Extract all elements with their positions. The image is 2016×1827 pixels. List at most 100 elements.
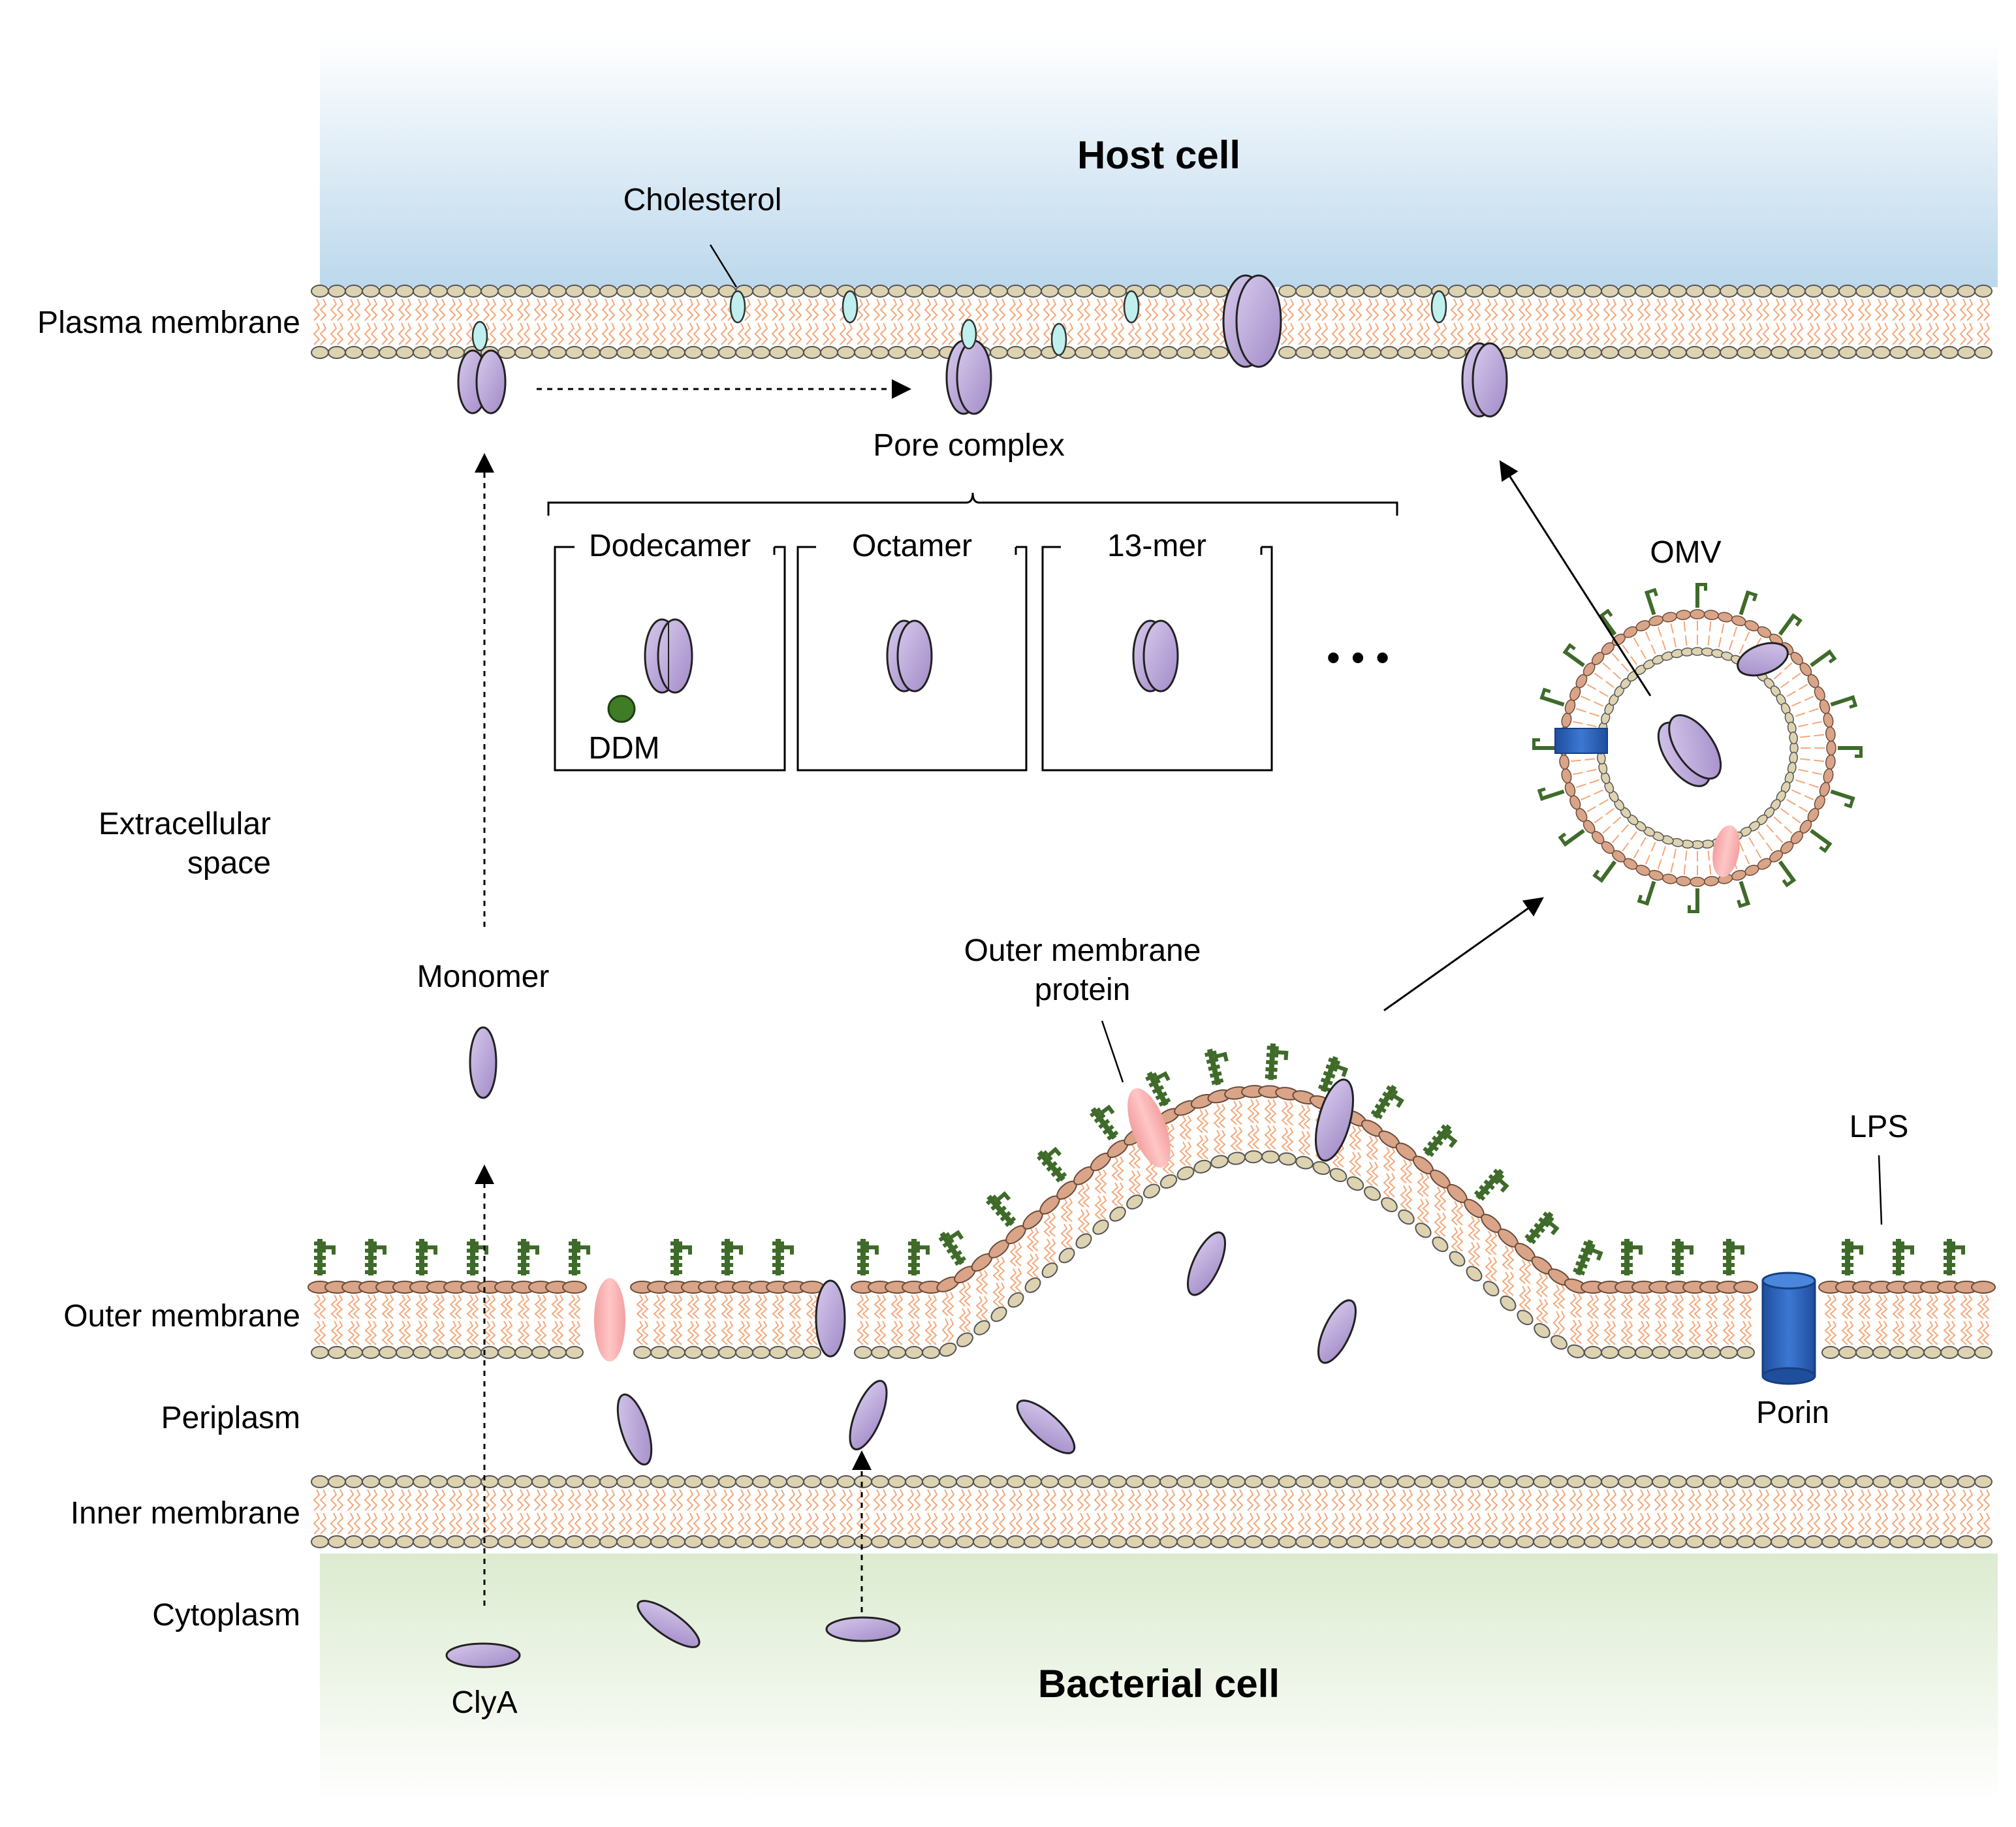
omv-lps-icon — [1637, 881, 1656, 906]
pore-complex-bracket — [547, 492, 1398, 516]
dodecamer-pore-icon — [644, 618, 693, 694]
lps-icon — [772, 1239, 794, 1275]
omv-lps-icon — [1592, 860, 1617, 883]
pore-box-dodecamer — [554, 546, 786, 772]
omp-label-2: protein — [1035, 973, 1131, 1007]
lps-icon — [467, 1239, 488, 1275]
lps-icon — [986, 1191, 1016, 1227]
lps-icon — [1723, 1239, 1744, 1275]
omv-label: OMV — [1650, 535, 1721, 570]
lps-icon — [365, 1239, 386, 1275]
porin-label: Porin — [1756, 1396, 1829, 1430]
octamer-pore-icon — [886, 619, 933, 693]
omp-pointer — [1101, 1020, 1124, 1083]
clya-cytoplasm-icon — [445, 1642, 521, 1668]
omv-lps-icon — [1830, 695, 1858, 709]
plasma-membrane — [311, 285, 1992, 359]
extracellular-label-2: space — [187, 846, 271, 881]
omv-lps-icon — [1558, 828, 1585, 847]
lps-icon — [314, 1239, 336, 1275]
cholesterol-icon — [1430, 290, 1447, 324]
clya-bulge-lumen-icon — [1317, 1299, 1357, 1364]
lps-icon — [721, 1239, 743, 1275]
clya-label: ClyA — [451, 1685, 517, 1720]
cholesterol-label: Cholesterol — [623, 183, 782, 217]
lps-pointer — [1878, 1155, 1883, 1225]
lps-icon — [1317, 1055, 1349, 1093]
pore-box-dodecamer-label: Dodecamer — [589, 529, 751, 563]
plasma-membrane-label: Plasma membrane — [37, 305, 300, 340]
omv-lps-icon — [1532, 738, 1557, 750]
cholesterol-icon — [471, 320, 488, 352]
lps-icon — [1672, 1239, 1693, 1275]
periplasm-label: Periplasm — [161, 1401, 300, 1435]
omp-flat-icon — [594, 1278, 625, 1362]
lps-icon — [670, 1239, 692, 1275]
lps-icon — [1090, 1104, 1119, 1141]
cholesterol-pointer — [709, 244, 738, 288]
clya-monomers — [445, 1026, 1357, 1668]
omv-lps-icon — [1838, 746, 1863, 758]
omv-lps-icon — [1598, 608, 1617, 636]
omv-vesicle — [1532, 583, 1863, 913]
clya-periplasm-icon — [616, 1393, 653, 1466]
inner-membrane-label: Inner membrane — [71, 1496, 300, 1531]
lps-icon — [569, 1239, 590, 1275]
pore-complex-label: Pore complex — [873, 428, 1064, 463]
clya-periplasm-icon — [1016, 1399, 1076, 1454]
extracellular-label-1: Extracellular — [99, 807, 271, 841]
arrow-icon — [1499, 460, 1652, 696]
omv-omp-icon — [1712, 825, 1740, 877]
lps-icon — [1893, 1239, 1914, 1275]
omv-lps-icon — [1830, 789, 1855, 809]
13mer-pore-icon — [1132, 619, 1179, 693]
plasma-pore-left-icon — [457, 349, 507, 414]
clya-periplasm-icon — [849, 1380, 888, 1450]
plasma-pore-inserted-icon — [1222, 274, 1282, 368]
omv-lps-icon — [1778, 613, 1803, 636]
ddm-dot-icon — [607, 695, 636, 723]
lps-icon — [1842, 1239, 1863, 1275]
lps-icon — [416, 1239, 437, 1275]
omv-lps-icon — [1739, 590, 1758, 616]
plasma-pore-right-icon — [1461, 342, 1508, 418]
clya-bulge-lumen-icon — [1187, 1231, 1226, 1296]
arrows — [475, 244, 1883, 1612]
ellipsis-label: • • • — [1327, 636, 1389, 679]
clya-cytoplasm-icon — [637, 1600, 701, 1648]
lps-layer — [314, 1043, 1965, 1276]
lps-icon — [1524, 1211, 1560, 1245]
outer-membrane-label: Outer membrane — [63, 1299, 300, 1334]
cholesterol-icon — [842, 290, 858, 324]
host-cell-region — [320, 39, 1998, 287]
omv-lps-icon — [1537, 787, 1565, 802]
cholesterol-group — [471, 290, 1447, 356]
cholesterol-icon — [960, 319, 977, 350]
monomer-icon — [469, 1026, 497, 1099]
lps-icon — [518, 1239, 539, 1275]
omv-lps-icon — [1737, 881, 1751, 909]
lps-icon — [1204, 1048, 1229, 1085]
omp-label-1: Outer membrane — [964, 933, 1201, 968]
bacterial-cell-title: Bacterial cell — [1038, 1662, 1280, 1706]
bacterial-cell-region — [320, 1554, 1998, 1802]
ddm-label: DDM — [588, 731, 659, 766]
omv-lps-icon — [1539, 687, 1565, 707]
omv-porin-icon — [1554, 728, 1608, 754]
clya-bulge-icon — [1315, 1078, 1354, 1162]
lps-icon — [1944, 1239, 1965, 1275]
monomer-label: Monomer — [417, 960, 550, 994]
host-cell-title: Host cell — [1077, 133, 1240, 177]
porin-icon — [1761, 1272, 1816, 1385]
pore-box-13mer — [1041, 546, 1273, 772]
lps-icon — [1573, 1239, 1603, 1276]
omv-pore-icon — [1657, 714, 1722, 787]
pore-box-13mer-label: 13-mer — [1107, 529, 1206, 563]
omv-lps-icon — [1562, 643, 1585, 668]
cholesterol-icon — [1050, 322, 1067, 356]
arrow-icon — [1383, 897, 1544, 1012]
omv-lps-icon — [1644, 587, 1658, 616]
lps-icon — [1423, 1124, 1458, 1157]
lps-icon — [908, 1239, 930, 1275]
